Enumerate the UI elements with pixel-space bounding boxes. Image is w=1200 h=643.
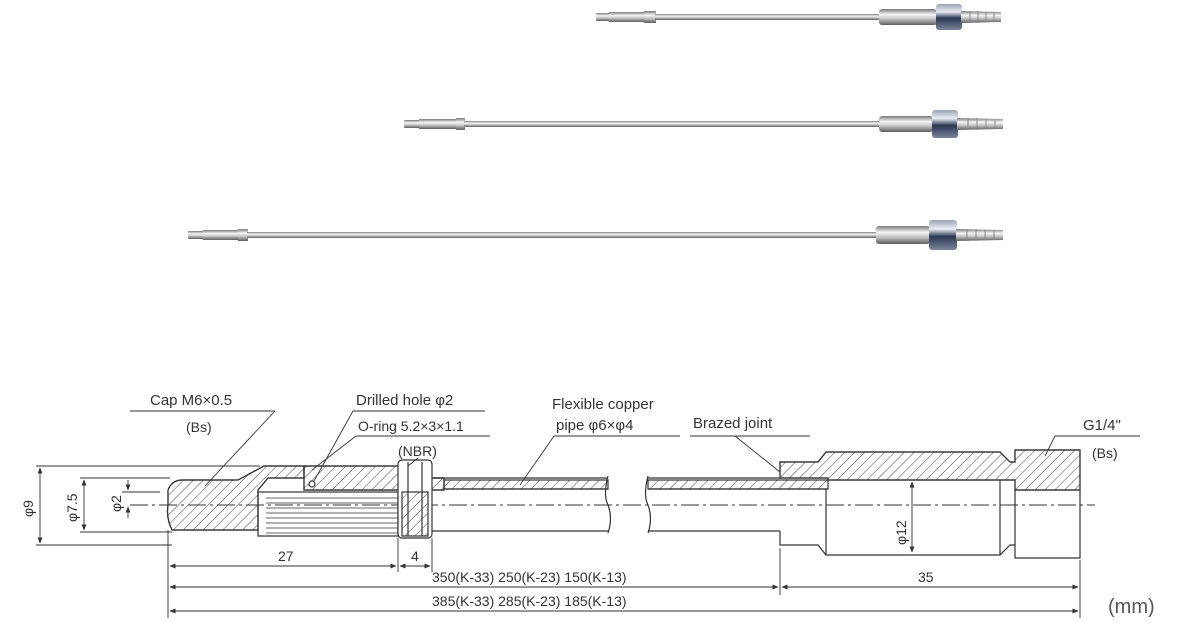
- probe-long: [188, 220, 1003, 250]
- flexible-pipe: [432, 475, 829, 534]
- oring-label: O-ring 5.2×3×1.1: [358, 418, 464, 434]
- cap-body: [166, 465, 305, 531]
- probe-photo-group: [188, 4, 1003, 250]
- oring-nut: [397, 459, 433, 539]
- drilled-hole-label: Drilled hole φ2: [356, 392, 453, 409]
- right-fitting: [779, 449, 1081, 559]
- dimension-labels: φ9 φ7.5 φ2 φ12 27 4 350(K-33) 250(K-23) …: [20, 493, 1155, 618]
- pipe-label-line1: Flexible copper: [552, 396, 654, 413]
- threaded-section: [257, 491, 399, 537]
- dimension-lines: [36, 465, 1081, 618]
- callout-labels: Cap M6×0.5 (Bs) Drilled hole φ2 O-ring 5…: [150, 392, 1121, 461]
- dim-total-length: 385(K-33) 285(K-23) 185(K-13): [432, 593, 627, 609]
- cap-label: Cap M6×0.5: [150, 392, 232, 409]
- dim-35: 35: [918, 569, 934, 585]
- dim-phi9: φ9: [20, 500, 36, 517]
- dim-phi12: φ12: [893, 520, 909, 545]
- pipe-label-line2: pipe φ6×φ4: [556, 417, 633, 434]
- dim-phi7-5: φ7.5: [64, 493, 80, 522]
- drilled-hole: [308, 480, 316, 488]
- oring-material-label: (NBR): [398, 443, 437, 459]
- thread-label: G1/4": [1083, 417, 1121, 434]
- unit-label: (mm): [1108, 596, 1155, 618]
- dim-4: 4: [411, 548, 419, 564]
- dim-phi2: φ2: [108, 495, 124, 512]
- technical-drawing: [36, 410, 1140, 618]
- dim-27: 27: [278, 548, 294, 564]
- leader-lines: [130, 410, 1140, 487]
- brazed-joint-label: Brazed joint: [693, 415, 773, 432]
- cap-material-label: (Bs): [186, 419, 212, 435]
- probe-medium: [404, 110, 1003, 138]
- thread-material-label: (Bs): [1092, 445, 1118, 461]
- probe-short: [596, 4, 1001, 30]
- dim-pipe-length: 350(K-33) 250(K-23) 150(K-13): [432, 569, 627, 585]
